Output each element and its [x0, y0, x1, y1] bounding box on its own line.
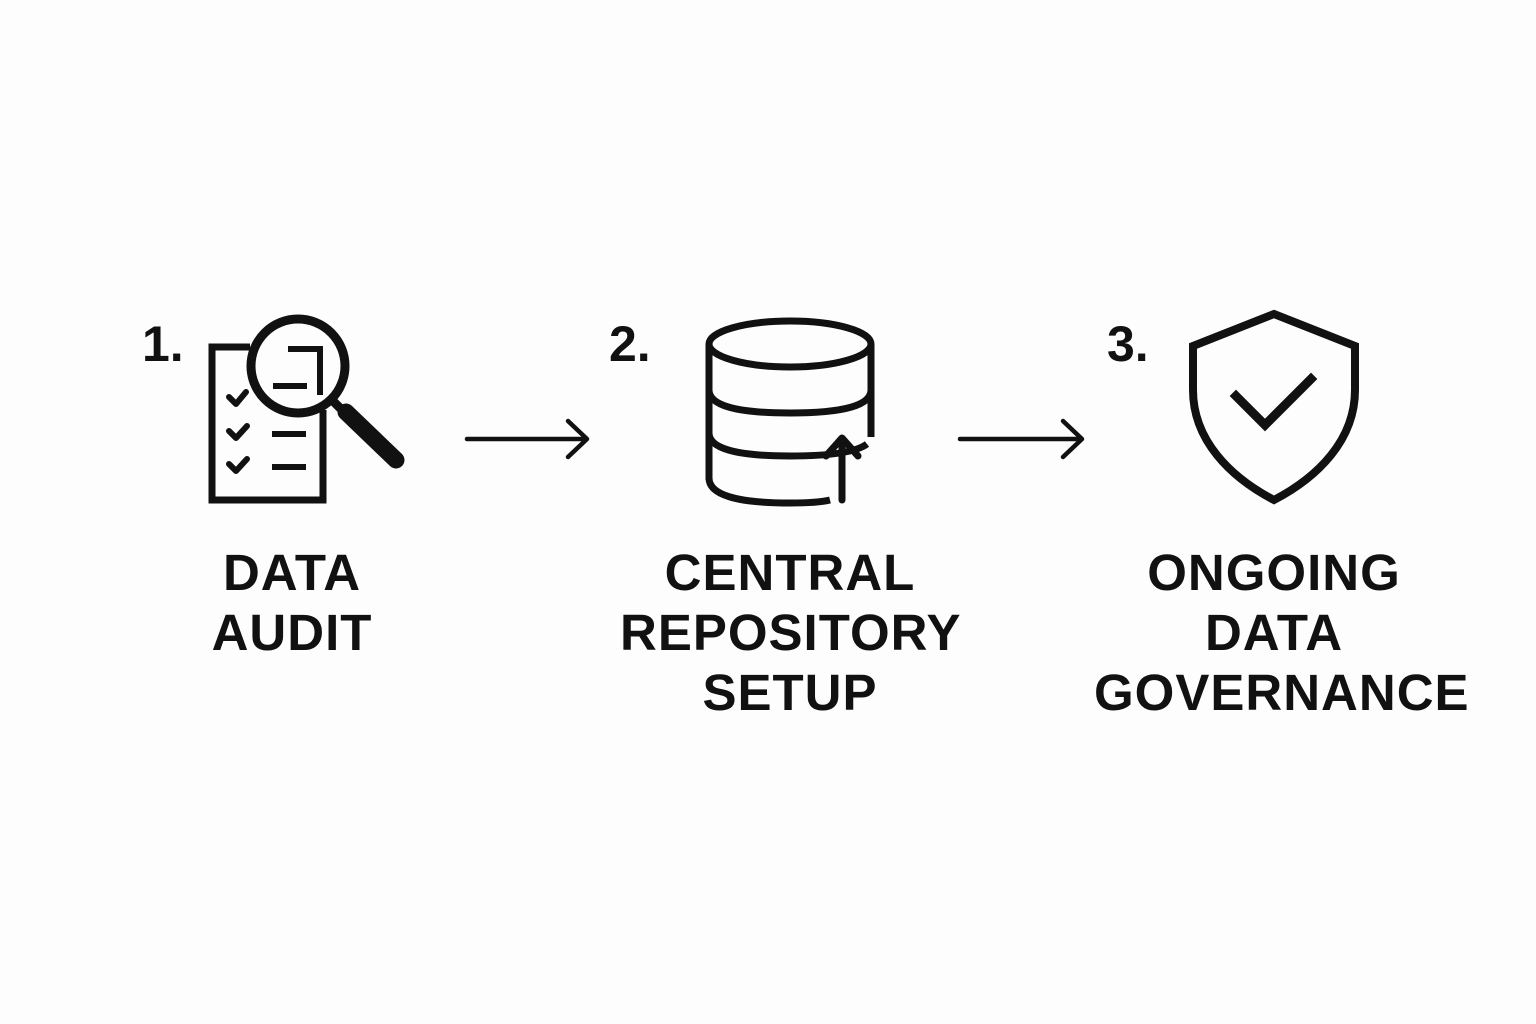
step-2-label-line-3: SETUP — [702, 664, 878, 721]
step-1-number: 1. — [142, 316, 184, 372]
checklist-magnifier-icon — [208, 314, 405, 504]
arrow-right-icon — [957, 418, 1085, 460]
step-2-label-line-2: REPOSITORY — [620, 604, 962, 661]
step-3-label: ONGOING DATA GOVERNANCE — [1094, 543, 1470, 723]
step-3-label-line-2: DATA — [1204, 604, 1344, 661]
step-1-label: DATA AUDIT — [192, 543, 392, 663]
arrow-right-icon — [464, 418, 590, 460]
step-3-label-line-3: GOVERNANCE — [1094, 664, 1470, 721]
step-2-number: 2. — [609, 316, 651, 372]
step-3-label-line-1: ONGOING — [1147, 544, 1401, 601]
step-1-label-line-2: AUDIT — [211, 604, 373, 661]
step-3-number: 3. — [1107, 316, 1149, 372]
step-2-label: CENTRAL REPOSITORY SETUP — [620, 543, 962, 723]
step-1-label-line-1: DATA — [222, 544, 362, 601]
database-upload-icon — [705, 317, 875, 507]
step-2-label-line-1: CENTRAL — [664, 544, 916, 601]
shield-check-icon — [1189, 309, 1359, 505]
